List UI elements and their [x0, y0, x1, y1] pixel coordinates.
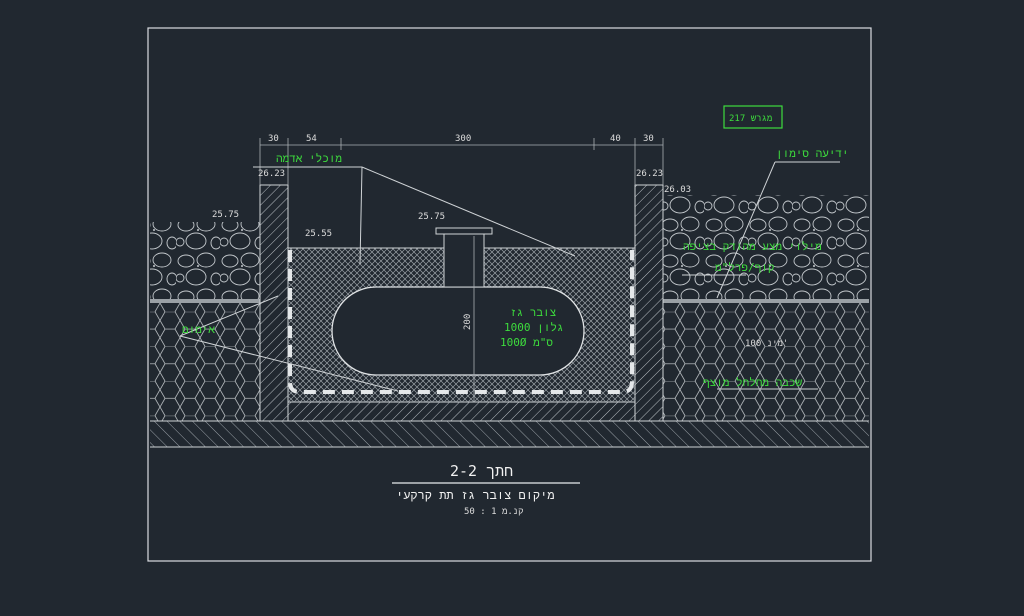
label-tank-3: 100Ø ס"מ [500, 336, 553, 349]
pit-walls [259, 184, 664, 422]
top-dimension-line [259, 138, 664, 185]
dim-300: 300 [455, 134, 471, 144]
warning-tape [288, 250, 634, 394]
left-soil [150, 222, 260, 421]
dim-40: 40 [610, 134, 621, 144]
depth-note: 100 מינ' [745, 339, 788, 349]
drawing-title: חתך 2-2 [450, 462, 513, 480]
dim-30-right: 30 [643, 134, 654, 144]
label-fill-2: קוף/פרל"מ [715, 261, 774, 274]
dim-30-left: 30 [268, 134, 279, 144]
drawing-subtitle: מיקום צובר גז תת קרקעי [396, 488, 555, 502]
level-fill: 25.55 [305, 229, 332, 239]
riser-cover [435, 227, 493, 235]
lot-tag-box [723, 105, 783, 129]
level-left-ground: 25.75 [212, 210, 239, 220]
label-stone-layer: שכבה מחלחל מוצף [703, 376, 802, 389]
ground-base [150, 421, 869, 447]
label-tank-2: 1000 גלון [504, 321, 564, 334]
level-cover: 25.75 [418, 212, 445, 222]
label-anchors: אימום [182, 323, 215, 336]
level-left-wall: 26.23 [258, 169, 285, 179]
level-right-ground: 26.03 [664, 185, 691, 195]
sheet-frame [147, 27, 872, 562]
leader-lines [179, 161, 840, 392]
tank-riser [443, 232, 485, 288]
dim-height: 200 [463, 314, 473, 330]
drawing-scale: קנ.מ 1 : 50 [464, 507, 524, 517]
label-earth-wall: מוכלי אדמה [276, 152, 342, 165]
dim-54: 54 [306, 134, 317, 144]
lot-tag: 217 מגרש [729, 114, 772, 124]
label-warning-tape: ידיעה סימון [776, 147, 849, 160]
label-fill-1: מילוי מצע מהודק בציפה [683, 240, 822, 253]
level-right-wall: 26.23 [636, 169, 663, 179]
right-soil [663, 195, 869, 421]
label-tank-1: צובר גז [510, 306, 556, 319]
